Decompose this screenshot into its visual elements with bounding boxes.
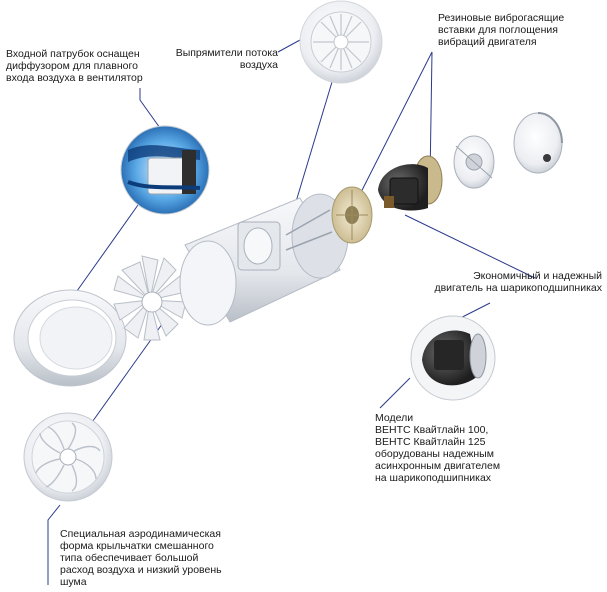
callout-line: двигатель на шарикоподшипниках [434,282,602,294]
callout-line: ВЕНТС Квайтлайн 100, [375,424,489,436]
callout-line: типа обеспечивает большой [60,552,199,564]
callout-line: Входной патрубок оснащен [6,48,140,60]
leader-impeller-2 [47,504,61,585]
callout-line: Модели [375,412,414,424]
vibration-damper-gasket [331,186,373,244]
impeller [113,255,187,341]
leader-lines [47,39,536,585]
rear-bracket [453,135,495,189]
callout-flow-straighteners: Выпрямители потока воздуха [170,47,278,71]
callout-line: расход воздуха и низкий уровень [60,564,222,576]
motor-assembly [378,155,443,211]
inset-impeller-front [23,412,113,502]
callout-line: входа воздуха в вентилятор [6,72,143,84]
leader-models-2 [379,377,411,409]
callout-line: Резиновые виброгасящие [438,12,565,24]
callout-line: шума [60,576,87,588]
leader-straighteners-to-tube [291,81,333,216]
callout-motor: Экономичный и надежный двигатель на шари… [430,270,602,294]
callout-models: Модели ВЕНТС Квайтлайн 100, ВЕНТС Квайтл… [375,412,515,484]
callout-inlet-diffuser: Входной патрубок оснащен диффузором для … [6,48,143,84]
callout-line: Специальная аэродинамическая [60,528,221,540]
callout-line: диффузором для плавного [6,60,138,72]
callout-line: асинхронным двигателем [375,460,501,472]
leader-motor [404,214,536,279]
callout-line: вибраций двигателя [438,36,537,48]
callout-impeller: Специальная аэродинамическая форма крыль… [60,528,235,588]
callout-line: Выпрямители потока [175,47,278,59]
callout-line: Экономичный и надежный [473,270,602,282]
fan-housing-tube [179,193,349,326]
inset-flow-straightener [299,0,383,84]
leader-dampers-2 [351,51,433,211]
callout-line: воздуха [239,59,278,71]
callout-line: вставки для поглощения [438,24,558,36]
leader-inlet [139,88,161,129]
inset-inlet-diffuser [120,125,210,215]
leader-straighteners [277,39,301,53]
inset-motor-detail [410,315,496,401]
callout-line: оборудованы надежным [375,448,494,460]
inlet-ring [13,289,127,387]
callout-line: на шарикоподшипниках [375,472,492,484]
callout-line: ВЕНТС Квайтлайн 125 [375,436,486,448]
callout-rubber-dampers: Резиновые виброгасящие вставки для погло… [438,12,588,48]
callout-line: форма крыльчатки смешанного [60,540,214,552]
rear-cap [513,112,563,174]
leader-inlet-to-ring [71,204,139,299]
